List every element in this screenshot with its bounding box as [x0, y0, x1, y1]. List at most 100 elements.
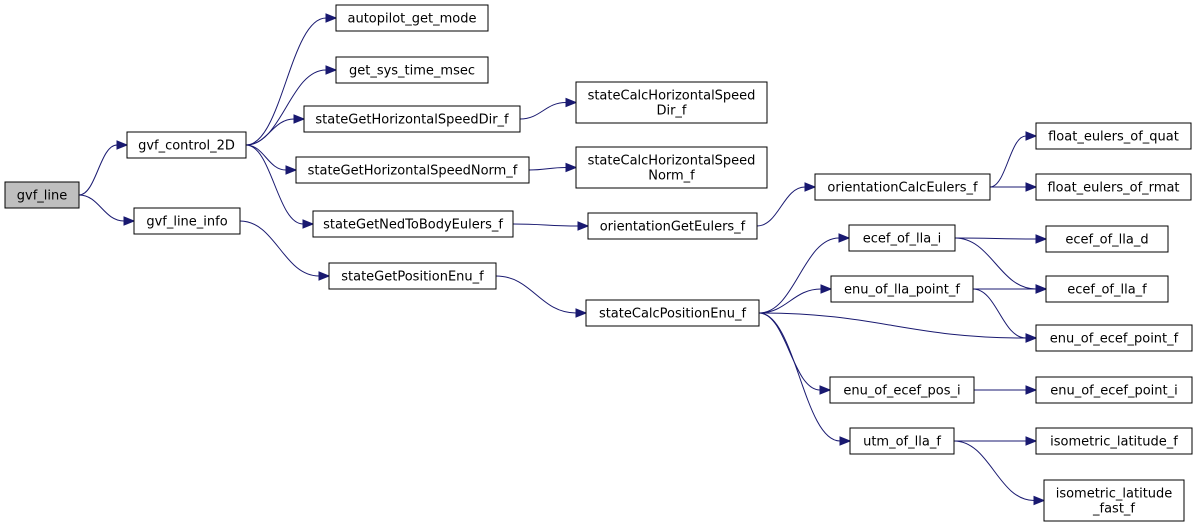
- node-box: [575, 81, 768, 124]
- node-box: [133, 207, 241, 235]
- edge-stateGetHorizontalSpeedNorm_f-to-stateCalcHorizontalSpeedNorm_f: [528, 162, 578, 173]
- arrowhead-icon: [1035, 234, 1048, 244]
- node-float_eulers_of_rmat[interactable]: float_eulers_of_rmat: [1035, 173, 1192, 201]
- node-stateGetNedToBodyEulers_f[interactable]: stateGetNedToBodyEulers_f: [312, 210, 514, 238]
- edge-gvf_line-to-gvf_control_2D: [78, 140, 129, 196]
- node-label: float_eulers_of_rmat: [1047, 181, 1179, 196]
- node-enu_of_ecef_pos_i[interactable]: enu_of_ecef_pos_i: [829, 376, 975, 404]
- edge-orientationGetEulers_f-to-orientationCalcEulers_f: [756, 182, 817, 227]
- node-box: [575, 146, 768, 189]
- edge-stateCalcPositionEnu_f-to-ecef_of_lla_i: [758, 233, 851, 314]
- arrowhead-icon: [820, 284, 833, 294]
- edge-stateCalcPositionEnu_f-to-enu_of_ecef_pos_i: [758, 312, 832, 395]
- node-stateCalcPositionEnu_f[interactable]: stateCalcPositionEnu_f: [585, 299, 760, 327]
- node-box: [814, 173, 991, 201]
- arrowhead-icon: [1025, 385, 1038, 395]
- node-autopilot_get_mode[interactable]: autopilot_get_mode: [335, 4, 489, 32]
- node-box: [312, 210, 514, 238]
- node-label: enu_of_lla_point_f: [844, 283, 960, 298]
- node-label: ecef_of_lla_i: [863, 232, 942, 247]
- edge-line: [528, 167, 567, 171]
- node-label: utm_of_lla_f: [863, 435, 941, 450]
- arrowhead-icon: [575, 308, 588, 318]
- arrowhead-icon: [123, 216, 136, 226]
- edge-enu_of_lla_point_f-to-enu_of_ecef_point_f: [972, 288, 1038, 343]
- edge-line: [78, 144, 118, 196]
- node-orientationGetEulers_f[interactable]: orientationGetEulers_f: [587, 212, 758, 240]
- node-label: Dir_f: [656, 104, 686, 119]
- edge-line: [245, 144, 304, 225]
- edge-stateGetHorizontalSpeedDir_f-to-stateCalcHorizontalSpeedDir_f: [519, 97, 578, 120]
- node-label: isometric_latitude_f: [1050, 435, 1178, 450]
- edge-line: [495, 275, 577, 314]
- node-label: Norm_f: [648, 169, 695, 184]
- node-box: [587, 212, 758, 240]
- node-ecef_of_lla_f[interactable]: ecef_of_lla_f: [1045, 275, 1169, 303]
- node-box: [1035, 324, 1193, 352]
- node-box: [849, 427, 955, 455]
- node-orientationCalcEulers_f[interactable]: orientationCalcEulers_f: [814, 173, 991, 201]
- arrowhead-icon: [804, 182, 817, 192]
- node-isometric_latitude_fast_f[interactable]: isometric_latitude_fast_f: [1043, 479, 1185, 522]
- arrowhead-icon: [577, 221, 590, 231]
- edge-line: [758, 288, 822, 314]
- node-float_eulers_of_quat[interactable]: float_eulers_of_quat: [1035, 122, 1192, 150]
- node-gvf_line_info[interactable]: gvf_line_info: [133, 207, 241, 235]
- node-ecef_of_lla_i[interactable]: ecef_of_lla_i: [848, 224, 956, 252]
- node-stateGetHorizontalSpeedDir_f[interactable]: stateGetHorizontalSpeedDir_f: [303, 105, 521, 133]
- node-gvf_control_2D[interactable]: gvf_control_2D: [126, 131, 247, 159]
- node-label: float_eulers_of_quat: [1048, 130, 1179, 145]
- edge-line: [245, 144, 287, 171]
- edge-stateGetPositionEnu_f-to-stateCalcPositionEnu_f: [495, 275, 588, 318]
- node-box: [1035, 122, 1192, 150]
- edge-gvf_control_2D-to-stateGetNedToBodyEulers_f: [245, 144, 315, 229]
- arrowhead-icon: [1025, 182, 1038, 192]
- node-label: gvf_line: [17, 189, 67, 204]
- edge-line: [756, 186, 806, 227]
- arrowhead-icon: [819, 385, 832, 395]
- node-box: [126, 131, 247, 159]
- node-label: enu_of_ecef_point_i: [1050, 384, 1178, 399]
- node-label: isometric_latitude: [1056, 487, 1173, 502]
- node-enu_of_ecef_point_i[interactable]: enu_of_ecef_point_i: [1035, 376, 1193, 404]
- node-enu_of_ecef_point_f[interactable]: enu_of_ecef_point_f: [1035, 324, 1193, 352]
- node-utm_of_lla_f[interactable]: utm_of_lla_f: [849, 427, 955, 455]
- node-get_sys_time_msec[interactable]: get_sys_time_msec: [335, 56, 489, 84]
- edge-line: [954, 237, 1037, 290]
- edge-line: [512, 223, 579, 227]
- node-isometric_latitude_f[interactable]: isometric_latitude_f: [1035, 427, 1193, 455]
- edge-line: [245, 118, 295, 146]
- node-label: ecef_of_lla_d: [1065, 233, 1148, 248]
- node-enu_of_lla_point_f[interactable]: enu_of_lla_point_f: [830, 275, 974, 303]
- node-label: gvf_control_2D: [138, 139, 235, 154]
- node-ecef_of_lla_d[interactable]: ecef_of_lla_d: [1045, 225, 1169, 253]
- node-stateGetHorizontalSpeedNorm_f[interactable]: stateGetHorizontalSpeedNorm_f: [295, 156, 530, 184]
- nodes-layer: gvf_line gvf_control_2D gvf_line_info autop…: [4, 4, 1193, 522]
- edge-line: [954, 237, 1037, 240]
- node-label: stateGetHorizontalSpeedDir_f: [315, 113, 509, 128]
- edge-line: [953, 440, 1035, 501]
- node-box: [830, 275, 974, 303]
- arrowhead-icon: [318, 271, 331, 281]
- arrowhead-icon: [565, 97, 578, 108]
- node-label: stateGetNedToBodyEulers_f: [323, 218, 503, 233]
- edge-enu_of_ecef_pos_i-to-enu_of_ecef_point_i: [974, 385, 1038, 395]
- arrowhead-icon: [1033, 495, 1046, 506]
- node-label: enu_of_ecef_pos_i: [843, 384, 960, 399]
- edge-line: [758, 237, 840, 314]
- edge-ecef_of_lla_i-to-ecef_of_lla_d: [954, 234, 1048, 244]
- node-label: orientationGetEulers_f: [600, 220, 746, 235]
- edge-orientationCalcEulers_f-to-float_eulers_of_quat: [989, 131, 1038, 188]
- node-box: [1045, 275, 1169, 303]
- edge-orientationCalcEulers_f-to-float_eulers_of_rmat: [989, 182, 1038, 192]
- edge-stateCalcPositionEnu_f-to-utm_of_lla_f: [758, 312, 852, 446]
- node-label: stateCalcHorizontalSpeed: [588, 154, 756, 169]
- edge-line: [758, 312, 841, 442]
- edge-gvf_control_2D-to-autopilot_get_mode: [245, 13, 338, 146]
- node-gvf_line[interactable]: gvf_line: [4, 181, 80, 209]
- arrowhead-icon: [302, 219, 315, 229]
- node-stateGetPositionEnu_f[interactable]: stateGetPositionEnu_f: [328, 262, 497, 290]
